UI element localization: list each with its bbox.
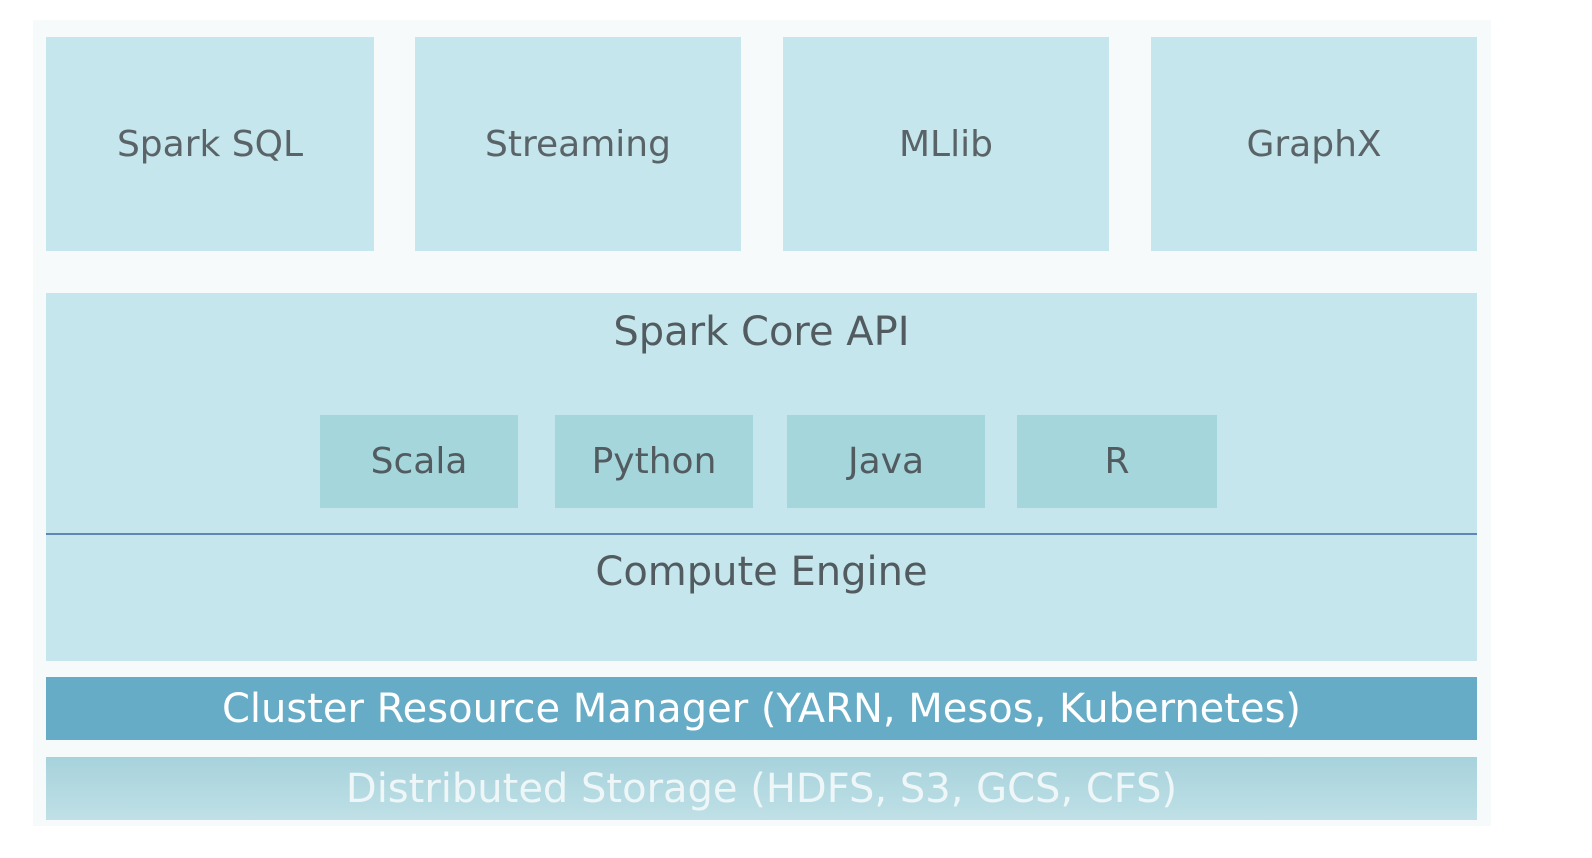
language-label: Java bbox=[847, 441, 925, 482]
library-label: GraphX bbox=[1246, 123, 1382, 165]
distributed-storage-bar: Distributed Storage (HDFS, S3, GCS, CFS) bbox=[46, 757, 1477, 820]
library-label: MLlib bbox=[899, 123, 993, 165]
spark-core-box: Spark Core API Scala Python Java R Compu… bbox=[46, 293, 1477, 661]
library-box-streaming: Streaming bbox=[415, 37, 741, 251]
cluster-manager-label: Cluster Resource Manager (YARN, Mesos, K… bbox=[221, 685, 1302, 732]
library-box-graphx: GraphX bbox=[1151, 37, 1477, 251]
language-box-r: R bbox=[1017, 415, 1217, 508]
language-box-python: Python bbox=[555, 415, 753, 508]
language-box-scala: Scala bbox=[320, 415, 518, 508]
language-label: Scala bbox=[370, 441, 468, 482]
compute-engine-title: Compute Engine bbox=[595, 549, 928, 595]
language-label: Python bbox=[591, 441, 717, 482]
library-label: Streaming bbox=[485, 123, 671, 165]
library-box-spark-sql: Spark SQL bbox=[46, 37, 374, 251]
cluster-manager-bar: Cluster Resource Manager (YARN, Mesos, K… bbox=[46, 677, 1477, 740]
core-api-title: Spark Core API bbox=[613, 309, 910, 355]
core-engine-divider bbox=[46, 533, 1477, 535]
language-label: R bbox=[1104, 441, 1130, 482]
library-label: Spark SQL bbox=[116, 123, 304, 165]
distributed-storage-label: Distributed Storage (HDFS, S3, GCS, CFS) bbox=[345, 765, 1178, 812]
language-box-java: Java bbox=[787, 415, 985, 508]
library-box-mllib: MLlib bbox=[783, 37, 1109, 251]
